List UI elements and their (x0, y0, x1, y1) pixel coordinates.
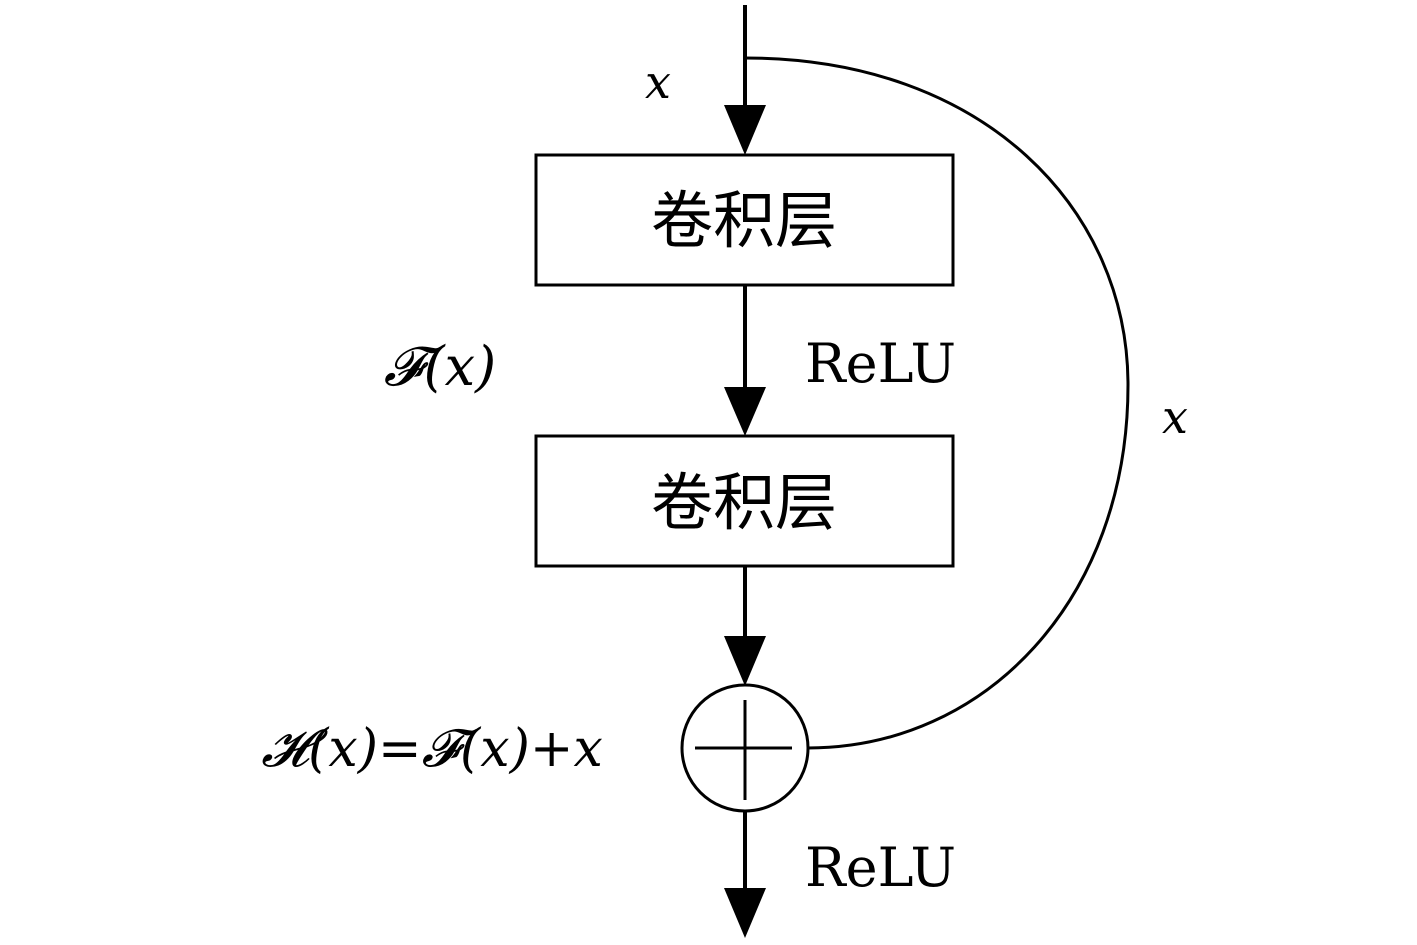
sum-input-arrowhead (724, 636, 766, 686)
shortcut-label: x (1162, 390, 1188, 444)
residual-function-label: 𝓕(x) (384, 335, 496, 398)
relu-label-2: ReLU (805, 836, 956, 899)
conv-layer-label-2: 卷积层 (651, 466, 837, 539)
input-arrowhead (724, 105, 766, 155)
sum-equation-label: 𝓗(x)=𝓕(x)+x (261, 719, 603, 779)
conv-layer-label-1: 卷积层 (651, 184, 837, 257)
input-label: x (645, 55, 671, 109)
sum-node (680, 683, 810, 813)
output-arrowhead (724, 888, 766, 938)
relu-label-1: ReLU (805, 332, 956, 395)
middle-arrowhead (724, 387, 766, 436)
shortcut-connection-arc (744, 56, 1130, 750)
